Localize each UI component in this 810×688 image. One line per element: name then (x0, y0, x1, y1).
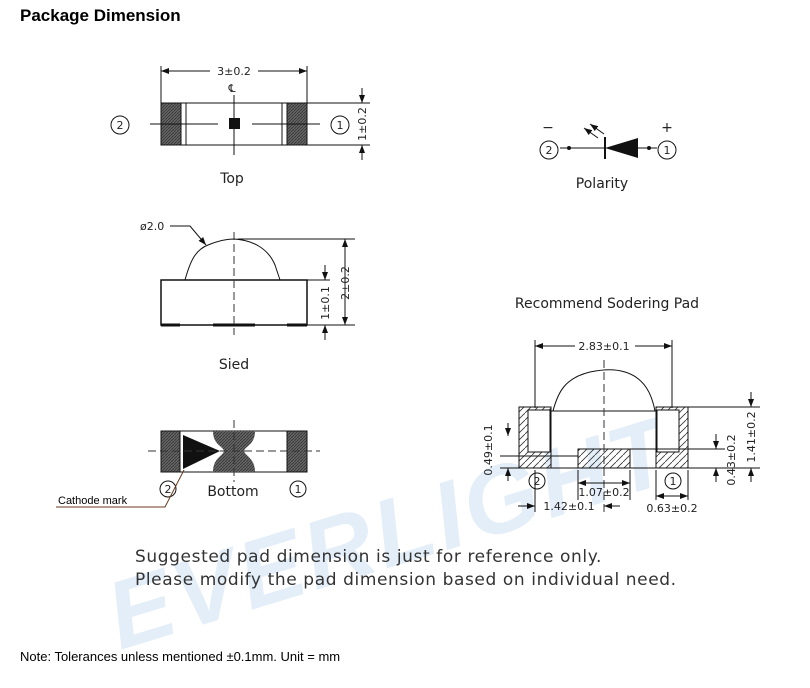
top-pin1: 1 (337, 119, 344, 132)
polarity-minus: − (542, 120, 554, 136)
pad-title: Recommend Sodering Pad (515, 296, 699, 312)
solder-pad-view: Recommend Sodering Pad 2.83±0.1 0.49±0.1… (482, 296, 760, 515)
pad-center-height-dim: 0.43±0.2 (725, 434, 738, 485)
pad-pitch-dim: 1.42±0.1 (543, 500, 594, 513)
top-height-dim: 1±0.2 (356, 107, 369, 141)
bottom-pin1: 1 (295, 483, 302, 496)
cathode-mark-label: Cathode mark (58, 495, 128, 507)
top-view-label: Top (219, 171, 244, 187)
side-view-label: Sied (219, 357, 249, 373)
bottom-view: 2 1 Bottom Cathode mark (56, 420, 320, 508)
polarity-diagram: − + 2 1 Polarity (539, 120, 677, 192)
tolerance-note: Note: Tolerances unless mentioned ±0.1mm… (20, 649, 341, 664)
polarity-pin2: 2 (546, 144, 553, 157)
polarity-label: Polarity (576, 176, 628, 192)
lens-diameter-dim: ø2.0 (140, 220, 164, 233)
total-height-dim: 2±0.2 (339, 266, 352, 300)
pad-pin1: 1 (670, 475, 677, 488)
emission-arrow-icon (583, 127, 599, 139)
cathode-triangle-icon (183, 435, 220, 469)
pad-left-dim: 0.49±0.1 (482, 424, 495, 475)
top-width-dim: 3±0.2 (217, 65, 251, 78)
pad-pin2: 2 (534, 475, 541, 488)
bottom-view-label: Bottom (207, 484, 258, 500)
diode-icon (605, 138, 638, 158)
suggestion-line-1: Suggested pad dimension is just for refe… (135, 547, 602, 567)
body-height-dim: 1±0.1 (319, 286, 332, 320)
page-title: Package Dimension (20, 6, 181, 25)
pad-width-dim: 0.63±0.2 (646, 502, 697, 515)
centerline-symbol: ℄ (227, 82, 235, 95)
polarity-plus: + (661, 120, 673, 136)
side-view: ø2.0 2±0.2 1±0.1 Sied (140, 220, 355, 373)
bottom-pin2: 2 (165, 483, 172, 496)
suggestion-line-2: Please modify the pad dimension based on… (135, 570, 677, 590)
pad-total-height-dim: 1.41±0.2 (745, 411, 758, 462)
top-view: 3±0.2 ℄ 1±0.2 2 1 Top (110, 65, 370, 187)
top-pin2: 2 (117, 119, 124, 132)
pad-center-width-dim: 1.07±0.2 (578, 486, 629, 499)
polarity-pin1: 1 (664, 144, 671, 157)
pad-width-total-dim: 2.83±0.1 (578, 340, 629, 353)
